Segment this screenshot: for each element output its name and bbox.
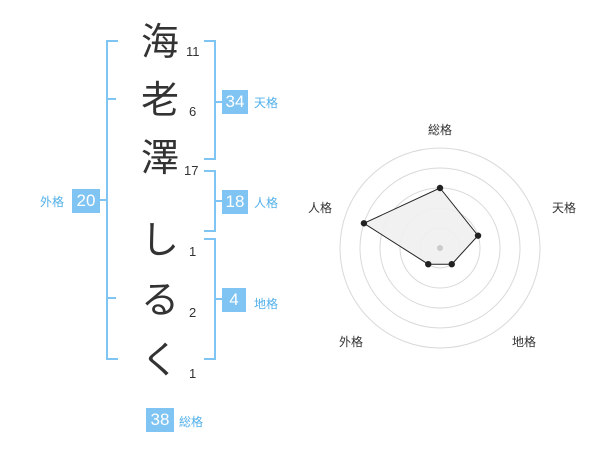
tenkaku-label: 天格	[254, 96, 279, 110]
stroke-count-4: 1	[189, 244, 197, 259]
name-char-5: る	[140, 278, 179, 322]
radar-axis-label-jinkaku: 人格	[308, 200, 332, 215]
jinkaku-bracket-tick	[214, 200, 222, 202]
bracket-mid-tick-1	[106, 98, 116, 100]
stroke-count-5: 2	[189, 305, 197, 320]
chikaku-label: 地格	[254, 297, 279, 311]
radar-point-1	[474, 232, 482, 239]
radar-point-0	[436, 184, 444, 192]
name-char-3: 澤	[140, 136, 179, 180]
chikaku-bracket-tick	[214, 298, 222, 300]
gaikaku-bracket-tick	[100, 199, 108, 201]
chikaku-value: 4	[222, 288, 246, 312]
radar-ring-4	[359, 167, 521, 329]
tenkaku-bracket	[204, 40, 216, 160]
radar-polygon	[362, 187, 479, 265]
radar-point-3	[425, 260, 432, 268]
stroke-count-3: 17	[184, 163, 199, 178]
tenkaku-value: 34	[222, 90, 248, 114]
stroke-count-1: 11	[186, 44, 200, 59]
gaikaku-value: 20	[72, 189, 100, 213]
radar-center-dot	[437, 245, 443, 251]
radar-point-2	[448, 260, 455, 268]
name-char-6: く	[140, 338, 179, 382]
name-char-4: し	[140, 218, 179, 262]
radar-axis-label-gaikaku: 外格	[339, 334, 363, 349]
name-char-1: 海	[140, 20, 179, 64]
jinkaku-label: 人格	[254, 196, 279, 210]
radar-point-4	[360, 220, 368, 227]
name-char-2: 老	[140, 78, 179, 122]
stroke-count-6: 1	[189, 366, 197, 381]
soukaku-label: 総格	[179, 415, 204, 429]
tenkaku-bracket-tick	[214, 101, 222, 103]
gaikaku-label: 外格	[40, 195, 65, 209]
stroke-count-2: 6	[189, 104, 197, 119]
radar-ring-5	[339, 147, 541, 349]
soukaku-value: 38	[146, 408, 174, 432]
radar-axis-label-soukaku: 総格	[428, 122, 452, 137]
bracket-mid-tick-2	[106, 297, 116, 299]
jinkaku-value: 18	[222, 190, 248, 214]
radar-axis-label-chikaku: 地格	[512, 334, 536, 349]
radar-axis-label-tenkaku: 天格	[552, 200, 576, 215]
